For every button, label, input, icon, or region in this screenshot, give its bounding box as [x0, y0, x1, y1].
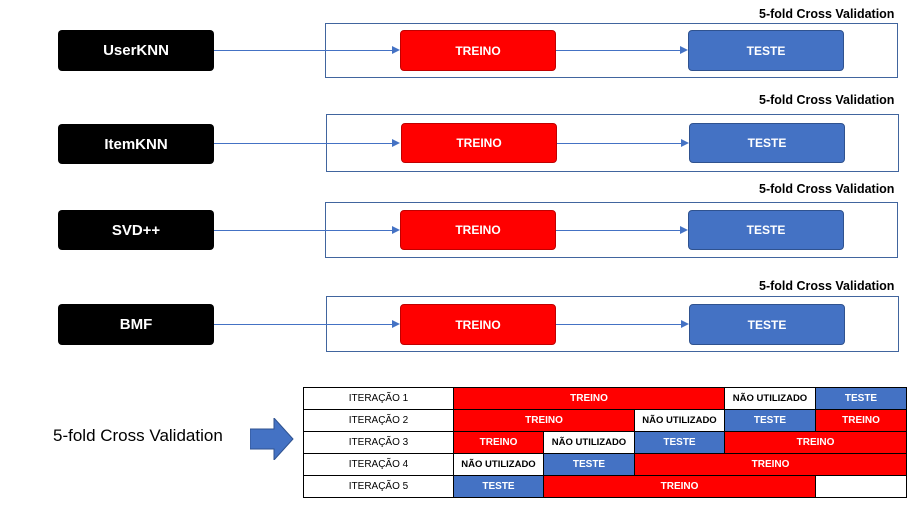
- nao-utilizado-cell: NÃO UTILIZADO: [634, 409, 725, 432]
- treino-cell: TREINO: [453, 431, 544, 454]
- arrow-line: [557, 143, 681, 144]
- teste-cell: TESTE: [815, 387, 907, 410]
- iteration-label: ITERAÇÃO 3: [303, 431, 454, 454]
- iteration-label: ITERAÇÃO 2: [303, 409, 454, 432]
- teste-cell: TESTE: [453, 475, 544, 498]
- treino-cell: TREINO: [724, 431, 907, 454]
- arrowhead: [392, 46, 400, 54]
- cv-caption: 5-fold Cross Validation: [759, 7, 895, 21]
- teste-box: TESTE: [688, 210, 844, 250]
- cv-caption: 5-fold Cross Validation: [759, 279, 895, 293]
- arrow-line: [556, 324, 681, 325]
- arrowhead: [681, 139, 689, 147]
- arrowhead: [680, 226, 688, 234]
- nao-utilizado-cell: NÃO UTILIZADO: [543, 431, 635, 454]
- teste-cell: TESTE: [543, 453, 635, 476]
- right-arrow-icon: [250, 418, 294, 460]
- treino-cell: TREINO: [543, 475, 816, 498]
- empty-cell: [815, 475, 907, 498]
- teste-cell: TESTE: [724, 409, 816, 432]
- cv-caption: 5-fold Cross Validation: [759, 93, 895, 107]
- arrowhead: [392, 139, 400, 147]
- teste-box: TESTE: [689, 304, 845, 345]
- arrowhead: [681, 320, 689, 328]
- cv-caption: 5-fold Cross Validation: [759, 182, 895, 196]
- treino-box: TREINO: [400, 304, 556, 345]
- treino-cell: TREINO: [634, 453, 907, 476]
- iteration-label: ITERAÇÃO 1: [303, 387, 454, 410]
- arrow-line: [214, 230, 392, 231]
- iteration-label: ITERAÇÃO 5: [303, 475, 454, 498]
- model-box-userknn: UserKNN: [58, 30, 214, 71]
- treino-box: TREINO: [401, 123, 557, 163]
- arrowhead: [680, 46, 688, 54]
- iteration-label: ITERAÇÃO 4: [303, 453, 454, 476]
- cv-side-label: 5-fold Cross Validation: [53, 426, 223, 445]
- treino-box: TREINO: [400, 210, 556, 250]
- treino-cell: TREINO: [453, 409, 635, 432]
- nao-utilizado-cell: NÃO UTILIZADO: [724, 387, 816, 410]
- model-box-svdpp: SVD++: [58, 210, 214, 250]
- arrow-line: [214, 50, 392, 51]
- treino-box: TREINO: [400, 30, 556, 71]
- arrow-line: [556, 50, 680, 51]
- teste-box: TESTE: [688, 30, 844, 71]
- treino-cell: TREINO: [453, 387, 725, 410]
- model-box-itemknn: ItemKNN: [58, 124, 214, 164]
- arrowhead: [392, 226, 400, 234]
- arrow-line: [556, 230, 680, 231]
- teste-box: TESTE: [689, 123, 845, 163]
- arrowhead: [392, 320, 400, 328]
- arrow-line: [214, 324, 392, 325]
- model-box-bmf: BMF: [58, 304, 214, 345]
- arrow-line: [214, 143, 392, 144]
- nao-utilizado-cell: NÃO UTILIZADO: [453, 453, 544, 476]
- treino-cell: TREINO: [815, 409, 907, 432]
- teste-cell: TESTE: [634, 431, 725, 454]
